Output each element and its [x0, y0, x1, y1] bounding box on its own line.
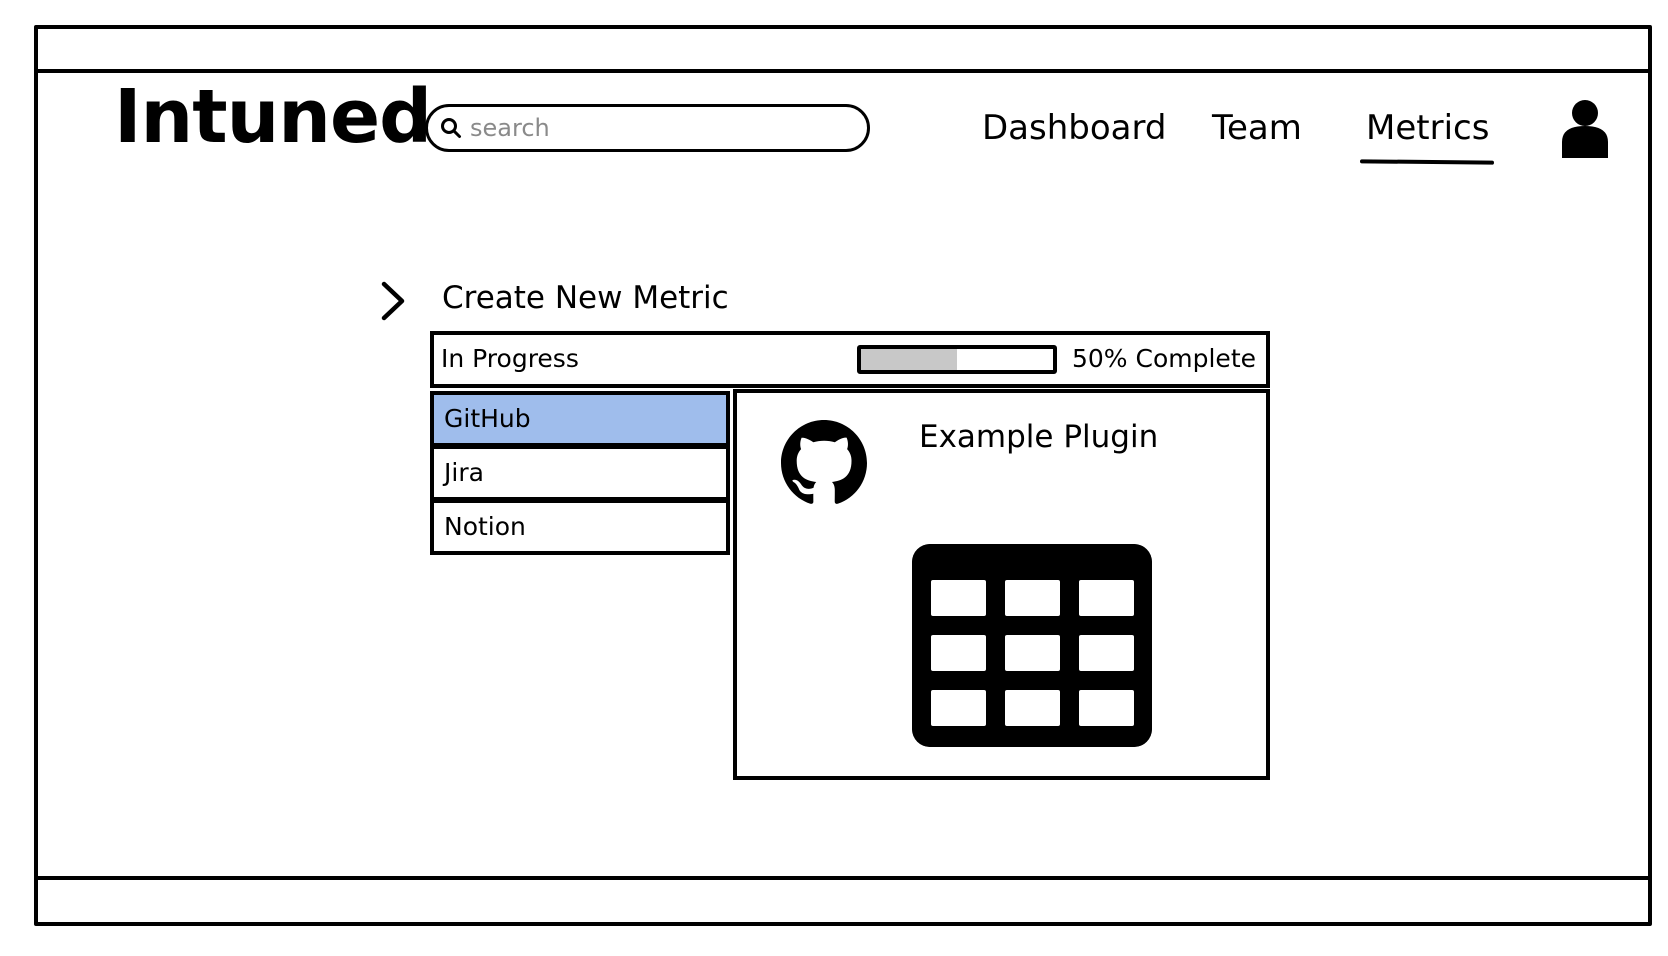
plugin-list: GitHub Jira Notion: [430, 391, 730, 555]
search-input[interactable]: [470, 114, 850, 142]
table-grid-icon: [912, 544, 1152, 747]
app-logo[interactable]: Intuned: [114, 74, 432, 160]
plugin-name: Example Plugin: [919, 419, 1159, 455]
github-icon: [781, 420, 867, 504]
user-icon[interactable]: [1560, 98, 1610, 158]
status-text: In Progress: [441, 344, 579, 373]
search-icon: [441, 118, 461, 138]
list-item-jira[interactable]: Jira: [430, 445, 730, 501]
search-bar[interactable]: [425, 104, 870, 152]
nav-item-metrics[interactable]: Metrics: [1366, 108, 1490, 148]
list-item-notion[interactable]: Notion: [430, 499, 730, 555]
list-item-github[interactable]: GitHub: [430, 391, 730, 447]
footer-divider: [34, 876, 1652, 880]
list-item-label: GitHub: [444, 404, 531, 433]
nav-item-dashboard[interactable]: Dashboard: [982, 108, 1167, 148]
progress-fill: [861, 349, 957, 370]
progress-label: 50% Complete: [1072, 344, 1256, 373]
progress-bar: [857, 345, 1057, 374]
chevron-right-icon[interactable]: [378, 280, 408, 322]
section-title: Create New Metric: [442, 280, 729, 316]
title-bar-divider: [34, 69, 1652, 73]
status-panel: [430, 331, 1270, 388]
nav-item-team[interactable]: Team: [1212, 108, 1302, 148]
list-item-label: Notion: [444, 512, 526, 541]
list-item-label: Jira: [444, 458, 484, 487]
